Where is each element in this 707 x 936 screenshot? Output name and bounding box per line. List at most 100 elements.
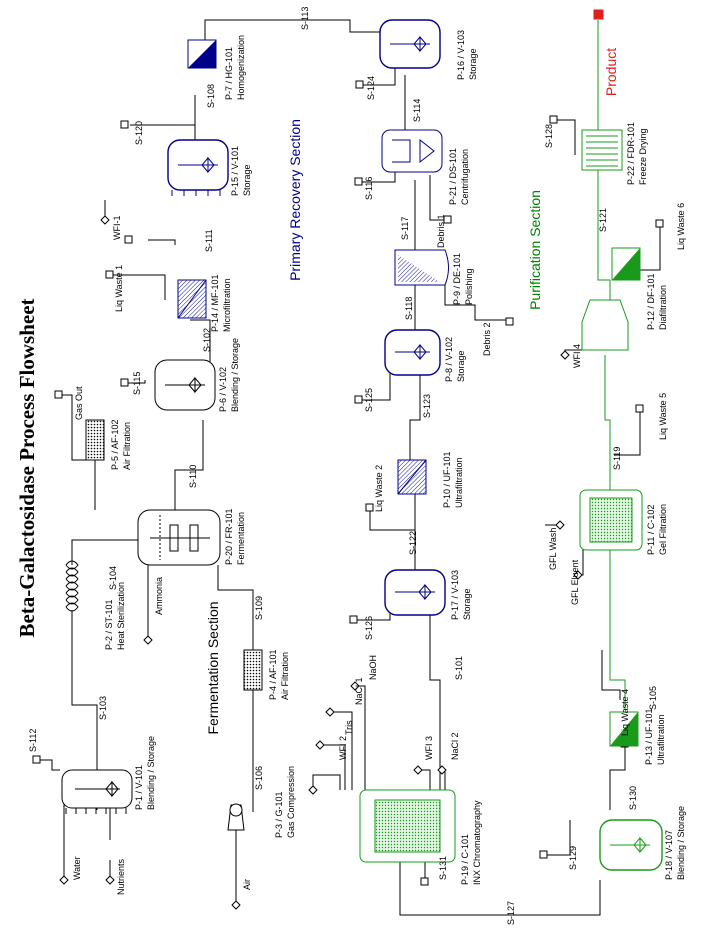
input-terminal	[573, 570, 583, 580]
unit-desc: Fermentation	[236, 512, 246, 565]
unit-desc: INX Chromatography	[472, 800, 482, 885]
input-terminal	[100, 215, 110, 225]
unit-desc: Storage	[456, 350, 466, 382]
output-terminal	[124, 235, 133, 244]
unit-desc: Storage	[462, 588, 472, 620]
input-terminal	[560, 350, 570, 360]
unit-tag: P-13 / UF-101	[644, 708, 654, 765]
p15-storage-tank	[167, 139, 229, 196]
output-terminal	[549, 115, 558, 124]
stream-label: S-127	[506, 901, 516, 925]
stream-label: S-123	[422, 394, 432, 418]
input-label: WFI 3	[424, 736, 434, 760]
output-terminal	[355, 80, 364, 89]
unit-desc: Air Filtration	[122, 422, 132, 470]
unit-tag: P-7 / HG-101	[224, 47, 234, 100]
p19-chromatography-column	[359, 789, 456, 863]
input-label: GFL Wash	[548, 528, 558, 570]
output-label: Liq Waste 2	[374, 465, 384, 512]
p20-fermenter	[137, 509, 221, 566]
stream-label: S-125	[364, 388, 374, 412]
unit-desc: Ultrafiltration	[454, 457, 464, 508]
output-terminal	[54, 390, 63, 399]
output-terminal	[635, 404, 644, 413]
p22-freeze-dryer	[581, 129, 623, 171]
output-terminals	[32, 9, 664, 886]
p5-air-filter	[85, 419, 105, 461]
stream-label: S-104	[108, 566, 118, 590]
primary-recovery-section-label: Primary Recovery Section	[287, 119, 303, 281]
input-terminal	[350, 681, 360, 691]
p6-blending-tank	[154, 359, 216, 411]
stream-label: S-115	[132, 372, 142, 395]
unit-tag: P-14 / MF-101	[210, 274, 220, 332]
unit-tag: P-22 / FDR-101	[626, 122, 636, 185]
input-label: Tris	[344, 720, 354, 735]
input-label: Water	[72, 856, 82, 880]
unit-tag: P-11 / C-102	[646, 505, 656, 555]
product-terminal	[593, 9, 604, 20]
output-terminal	[420, 877, 429, 886]
unit-desc: Storage	[468, 48, 478, 80]
input-terminal	[437, 765, 447, 775]
unit-tag: P-6 / V-102	[218, 367, 228, 412]
p17-storage-tank	[384, 569, 446, 616]
stream-labels: S-112 S-103 S-104 S-109 S-106 S-110 S-11…	[28, 7, 658, 925]
unit-tag: P-4 / AF-101	[268, 649, 278, 700]
input-terminal	[231, 900, 241, 910]
p7-homogenizer	[187, 39, 217, 69]
unit-desc: Heat Sterilization	[116, 582, 126, 650]
p3-gas-compressor	[227, 803, 245, 831]
unit-tag: P-18 / V-107	[664, 830, 674, 880]
stream-label: S-103	[98, 696, 108, 720]
input-label: WFI 4	[572, 344, 582, 368]
unit-desc: Storage	[242, 164, 252, 196]
input-terminal	[325, 707, 335, 717]
output-terminal	[354, 177, 363, 186]
unit-desc: Blending / Storage	[676, 806, 686, 880]
unit-desc: Gel Filtration	[658, 504, 668, 555]
unit-tag: P-20 / FR-101	[224, 508, 234, 565]
p4-air-filter	[243, 649, 263, 691]
unit-desc: Ultrafiltration	[656, 714, 666, 765]
p2-heat-sterilizer	[65, 560, 79, 612]
purification-section-label: Purification Section	[527, 190, 543, 310]
unit-tag: P-21 / DS-101	[448, 148, 458, 205]
unit-tag: P-2 / ST-101	[104, 599, 114, 650]
p8-storage-tank	[384, 329, 441, 376]
output-label: Debris 1	[436, 214, 446, 248]
stream-label: S-118	[404, 297, 414, 320]
output-label: Liq Waste 6	[676, 203, 686, 250]
stream-label: S-120	[134, 121, 144, 145]
unit-tag: P-17 / V-103	[450, 570, 460, 620]
unit-desc: Blending / Storage	[146, 736, 156, 810]
input-terminals	[59, 215, 583, 910]
stream-label: S-113	[300, 7, 310, 30]
stream-label: S-130	[628, 786, 638, 810]
output-terminal	[539, 850, 548, 859]
stream-label: S-116	[364, 177, 374, 200]
p11-gel-filtration-column	[579, 489, 643, 551]
output-terminal	[354, 395, 363, 404]
p14-microfilter	[177, 279, 207, 319]
unit-desc: Blending / Storage	[230, 338, 240, 412]
unit-tag: P-8 / V-102	[444, 337, 454, 382]
stream-label: S-119	[612, 447, 622, 470]
input-label: WFI-1	[112, 216, 122, 241]
p12-diafiltration	[581, 247, 641, 351]
output-terminal	[32, 755, 41, 764]
input-label: Air	[242, 879, 252, 890]
stream-label: S-124	[366, 76, 376, 100]
output-terminal	[120, 378, 129, 387]
fermentation-section-label: Fermentation Section	[205, 601, 221, 734]
stream-label: S-129	[568, 846, 578, 870]
stream-label: S-121	[598, 208, 608, 232]
stream-label: S-101	[454, 656, 464, 680]
input-label: Nutrients	[116, 858, 126, 895]
output-terminal	[505, 317, 514, 326]
unit-tag: P-3 / G-101	[274, 791, 284, 838]
input-label: NaOH	[368, 655, 378, 680]
input-terminal	[143, 635, 153, 645]
output-label: Gas Out	[74, 386, 84, 420]
